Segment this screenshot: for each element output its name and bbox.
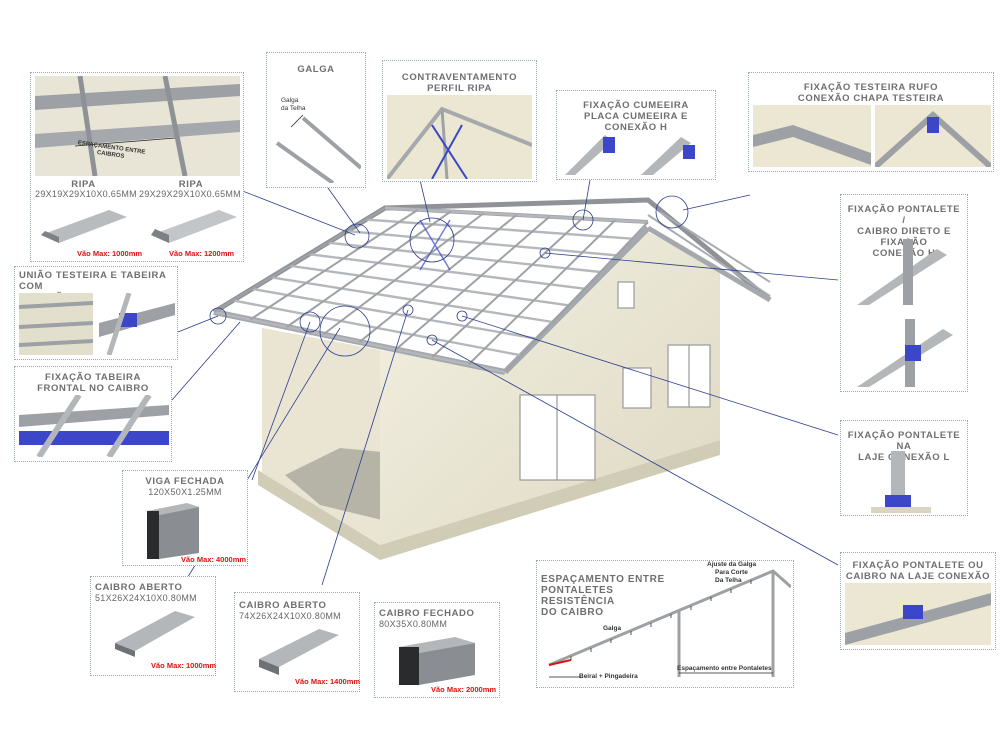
- panel-viga-fechada: VIGA FECHADA 120X50X1.25MM Vão Max: 4000…: [122, 470, 248, 566]
- tabeira-frontal-title-b: FRONTAL NO CAIBRO: [37, 383, 149, 394]
- caibro-fechado-photo: [395, 633, 479, 685]
- pontalete-laje-u-title-a: FIXAÇÃO PONTALETE OU: [852, 560, 984, 571]
- caibro-aberto-51-vao: Vão Max: 1000mm: [151, 661, 217, 670]
- panel-ripa: ESPAÇAMENTO ENTRE CAIBROS RIPA 29X19X29X…: [30, 72, 244, 262]
- caibro-fechado-spec: 80X35X0.80MM: [379, 619, 448, 629]
- contravent-photo: [387, 95, 532, 179]
- panel-tabeira-frontal: FIXAÇÃO TABEIRA FRONTAL NO CAIBRO: [14, 366, 172, 462]
- pontalete-caibro-photo-b: [847, 313, 963, 387]
- ripa-a-profile: [39, 205, 129, 245]
- espacamento-ajuste-a: Ajuste da Galga: [707, 561, 757, 568]
- viga-fechada-vao: Vão Max: 4000mm: [181, 555, 247, 564]
- espacamento-title-d: DO CAIBRO: [541, 607, 604, 618]
- bracing: [419, 219, 451, 271]
- panel-caibro-aberto-74: CAIBRO ABERTO 74X26X24X10X0.80MM Vão Max…: [234, 592, 360, 692]
- pontalete-laje-l-title-a: FIXAÇÃO PONTALETE NA: [847, 430, 961, 452]
- caibro-aberto-74-title: CAIBRO ABERTO: [239, 600, 327, 611]
- panel-pontalete-caibro: FIXAÇÃO PONTALETE / CAIBRO DIRETO E FIXA…: [840, 194, 968, 392]
- cumeeira-title-b: PLACA CUMEEIRA E CONEXÃO H: [584, 111, 688, 133]
- contravent-title-a: CONTRAVENTAMENTO: [401, 72, 518, 83]
- viga-fechada-photo: [143, 501, 203, 561]
- cumeeira-photo-b: [641, 129, 711, 175]
- ripa-photo: [35, 76, 240, 176]
- espacamento-diagram: [541, 565, 791, 685]
- espacamento-title-b: PONTALETES: [541, 585, 614, 596]
- cumeeira-title-a: FIXAÇÃO CUMEEIRA: [583, 100, 689, 111]
- pontalete-caibro-title-a: FIXAÇÃO PONTALETE /: [847, 204, 961, 226]
- panel-caibro-fechado: CAIBRO FECHADO 80X35X0.80MM Vão Max: 200…: [374, 602, 500, 698]
- ripa-a-spec: 29X19X29X10X0.65MM: [35, 189, 137, 199]
- testeira-rufo-photo-a: [753, 105, 871, 167]
- galga-photo: [273, 113, 361, 183]
- panel-galga: GALGA Galga da Telha: [266, 52, 366, 188]
- uniao-testeira-title-a: UNIÃO TESTEIRA E TABEIRA COM: [19, 270, 167, 292]
- panel-pontalete-laje-l: FIXAÇÃO PONTALETE NA LAJE CONEXÃO L: [840, 420, 968, 516]
- tabeira-frontal-title-a: FIXAÇÃO TABEIRA: [45, 372, 141, 383]
- panel-cumeeira: FIXAÇÃO CUMEEIRA PLACA CUMEEIRA E CONEXÃ…: [556, 90, 716, 180]
- panel-espacamento: ESPAÇAMENTO ENTRE PONTALETES RESISTÊNCIA…: [536, 560, 794, 688]
- caibro-fechado-vao: Vão Max: 2000mm: [431, 685, 497, 694]
- rafter: [249, 208, 419, 321]
- testeira-rufo-title-a: FIXAÇÃO TESTEIRA RUFO: [803, 82, 939, 93]
- panel-pontalete-laje-u: FIXAÇÃO PONTALETE OU CAIBRO NA LAJE CONE…: [840, 552, 996, 650]
- caibro-aberto-51-spec: 51X26X24X10X0.80MM: [95, 593, 197, 603]
- ripa-b-profile: [149, 205, 239, 245]
- ripa-b-vao: Vão Max: 1200mm: [169, 249, 235, 258]
- pontalete-laje-l-photo: [871, 451, 931, 513]
- panel-uniao-testeira: UNIÃO TESTEIRA E TABEIRA COM CONEXÃO L: [14, 266, 178, 360]
- ripa-b-spec: 29X29X29X10X0.65MM: [139, 189, 241, 199]
- viga-fechada-title: VIGA FECHADA: [145, 476, 225, 487]
- uniao-testeira-photo-a: [19, 293, 93, 355]
- ripa-a-vao: Vão Max: 1000mm: [77, 249, 143, 258]
- espacamento-title-a: ESPAÇAMENTO ENTRE: [541, 574, 665, 585]
- panel-contraventamento: CONTRAVENTAMENTO PERFIL RIPA: [382, 60, 537, 182]
- viga-fechada-spec: 120X50X1.25MM: [148, 487, 222, 497]
- pontalete-laje-u-photo: [845, 583, 991, 645]
- panel-testeira-rufo: FIXAÇÃO TESTEIRA RUFO CONEXÃO CHAPA TEST…: [748, 72, 994, 172]
- tabeira-frontal-photo: [19, 395, 169, 457]
- pontalete-caibro-photo-a: [847, 239, 963, 305]
- caibro-aberto-74-photo: [255, 625, 345, 675]
- testeira-rufo-title-b: CONEXÃO CHAPA TESTEIRA: [797, 93, 945, 104]
- rafter: [395, 215, 551, 351]
- cumeeira-photo-a: [565, 129, 635, 175]
- rafter: [431, 217, 583, 358]
- galga-note-b: da Telha: [281, 105, 306, 112]
- caibro-aberto-51-photo: [111, 607, 201, 659]
- ripa-a-title: RIPA: [71, 179, 96, 190]
- contravent-title-b: PERFIL RIPA: [427, 83, 492, 94]
- ripa-b-title: RIPA: [178, 179, 204, 190]
- caibro-aberto-74-vao: Vão Max: 1400mm: [295, 677, 361, 686]
- caibro-aberto-74-spec: 74X26X24X10X0.80MM: [239, 611, 341, 621]
- galga-note-a: Galga: [281, 97, 299, 104]
- espacamento-galga: Galga: [603, 625, 622, 632]
- uniao-testeira-photo-b: [99, 293, 175, 355]
- caibro-aberto-51-title: CAIBRO ABERTO: [95, 582, 183, 593]
- espacamento-pontaletes: Espaçamento entre Pontaletes: [677, 665, 772, 672]
- testeira-rufo-photo-b: [875, 105, 991, 167]
- caibro-fechado-title: CAIBRO FECHADO: [379, 608, 475, 619]
- galga-title: GALGA: [297, 64, 335, 75]
- espacamento-title-c: RESISTÊNCIA: [541, 596, 615, 607]
- espacamento-ajuste-c: Da Telha: [715, 577, 742, 584]
- espacamento-beiral: Beiral + Pingadeira: [579, 673, 638, 680]
- panel-caibro-aberto-51: CAIBRO ABERTO 51X26X24X10X0.80MM Vão Max…: [90, 576, 216, 676]
- espacamento-ajuste-b: Para Corte: [715, 569, 748, 576]
